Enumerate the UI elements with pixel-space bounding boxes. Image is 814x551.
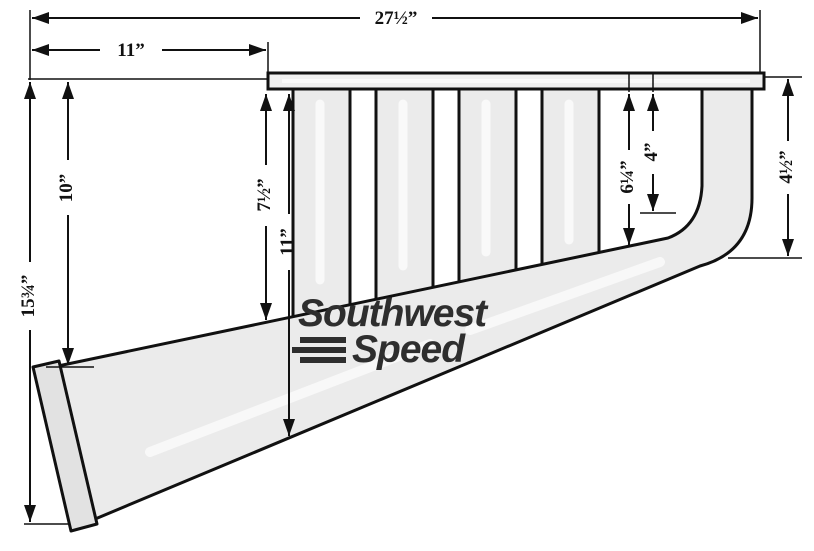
- dim-right-end-drop: 4½”: [776, 150, 797, 183]
- collector-tube: [56, 84, 754, 524]
- dim-last-tube-to-collector-top: 6¼”: [617, 160, 638, 193]
- extension-lines: [24, 10, 802, 525]
- dim-first-tube-to-collector-bottom: 11”: [277, 228, 298, 255]
- dim-overall-width: 27½”: [375, 8, 418, 29]
- brand-logo: Southwest Speed: [292, 292, 490, 371]
- dim-left-upper-height: 10”: [56, 174, 77, 203]
- brand-logo-top-text: Southwest: [298, 292, 489, 335]
- brand-logo-bottom-text: Speed: [352, 328, 466, 371]
- header-body: [31, 71, 766, 533]
- dimension-labels: 27½” 11” 10” 15¾” 7½” 11” 6¼” 4” 4½”: [18, 8, 797, 317]
- dim-last-tube-to-bend: 4”: [641, 143, 662, 162]
- dim-flange-left-offset: 11”: [117, 40, 144, 61]
- exit-flange: [31, 359, 99, 533]
- dimension-lines: [24, 12, 794, 522]
- dim-left-total-height: 15¾”: [18, 275, 39, 318]
- speed-lines-icon: [292, 337, 346, 363]
- tube-highlights: [315, 99, 574, 285]
- dim-first-tube-to-collector-top: 7½”: [254, 178, 275, 211]
